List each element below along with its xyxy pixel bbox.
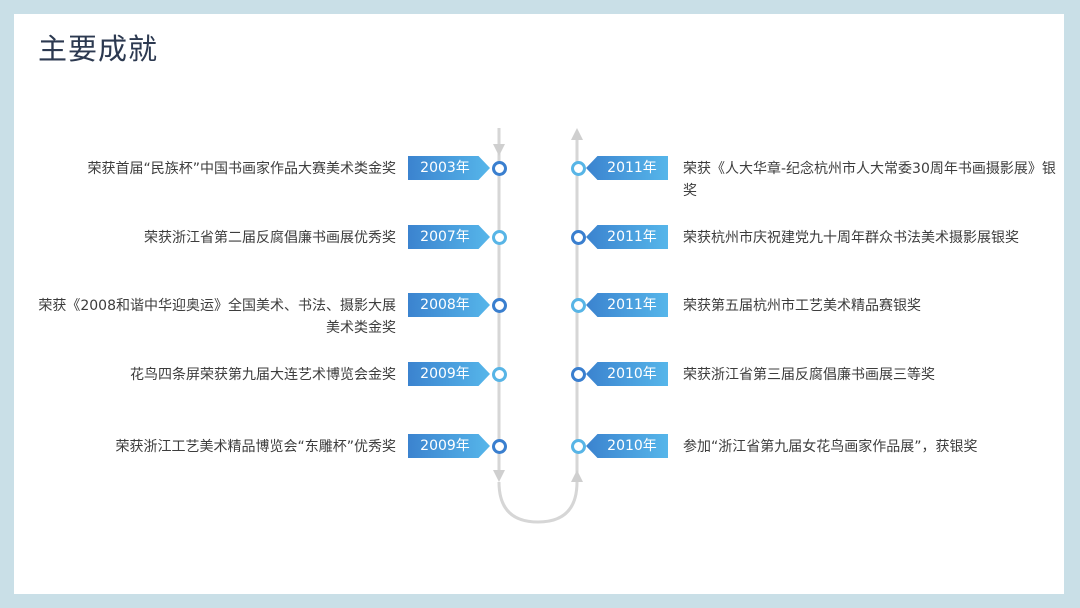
year-tag: 2008年	[408, 293, 490, 317]
slide-canvas	[14, 14, 1064, 594]
timeline-node-icon	[492, 161, 507, 176]
year-tag: 2010年	[586, 362, 668, 386]
page-title: 主要成就	[38, 32, 159, 66]
achievement-text: 花鸟四条屏荣获第九届大连艺术博览会金奖	[130, 367, 396, 383]
timeline-item-left: 荣获首届“民族杯”中国书画家作品大赛美术类金奖 2003年	[0, 156, 1080, 182]
timeline-item-left: 花鸟四条屏荣获第九届大连艺术博览会金奖 2009年	[0, 362, 1080, 388]
timeline-item-right: 2010年 荣获浙江省第三届反腐倡廉书画展三等奖	[0, 362, 1080, 388]
year-tag: 2011年	[586, 293, 668, 317]
achievement-text: 荣获《人大华章-纪念杭州市人大常委30周年书画摄影展》银奖	[683, 161, 1056, 199]
timeline-node-icon	[571, 367, 586, 382]
arrow-up-icon	[571, 470, 583, 482]
year-tag: 2007年	[408, 225, 490, 249]
year-tag: 2009年	[408, 434, 490, 458]
timeline-item-right: 2010年 参加“浙江省第九届女花鸟画家作品展”，获银奖	[0, 434, 1080, 460]
achievement-text: 参加“浙江省第九届女花鸟画家作品展”，获银奖	[683, 439, 978, 455]
timeline-item-left: 荣获《2008和谐中华迎奥运》全国美术、书法、摄影大展美术类金奖 2008年	[0, 293, 1080, 336]
timeline-node-icon	[571, 298, 586, 313]
achievement-text: 荣获第五届杭州市工艺美术精品赛银奖	[683, 298, 921, 314]
timeline-node-icon	[492, 298, 507, 313]
achievement-text: 荣获浙江省第三届反腐倡廉书画展三等奖	[683, 367, 935, 383]
timeline-item-left: 荣获浙江工艺美术精品博览会“东雕杯”优秀奖 2009年	[0, 434, 1080, 460]
achievement-text: 荣获首届“民族杯”中国书画家作品大赛美术类金奖	[87, 161, 396, 177]
achievement-text: 荣获浙江省第二届反腐倡廉书画展优秀奖	[144, 230, 396, 246]
timeline-node-icon	[571, 230, 586, 245]
timeline-node-icon	[571, 439, 586, 454]
timeline-bottom-curve	[497, 481, 579, 524]
year-tag: 2011年	[586, 156, 668, 180]
timeline-node-icon	[571, 161, 586, 176]
year-tag: 2010年	[586, 434, 668, 458]
timeline-node-icon	[492, 367, 507, 382]
arrow-up-icon	[571, 128, 583, 140]
timeline-node-icon	[492, 230, 507, 245]
timeline-item-right: 2011年 荣获杭州市庆祝建党九十周年群众书法美术摄影展银奖	[0, 225, 1080, 251]
timeline-item-left: 荣获浙江省第二届反腐倡廉书画展优秀奖 2007年	[0, 225, 1080, 251]
arrow-down-icon	[493, 144, 505, 156]
achievement-text: 荣获《2008和谐中华迎奥运》全国美术、书法、摄影大展美术类金奖	[38, 298, 396, 336]
timeline-item-right: 2011年 荣获第五届杭州市工艺美术精品赛银奖	[0, 293, 1080, 319]
achievement-text: 荣获杭州市庆祝建党九十周年群众书法美术摄影展银奖	[683, 230, 1019, 246]
year-tag: 2009年	[408, 362, 490, 386]
year-tag: 2011年	[586, 225, 668, 249]
arrow-down-icon	[493, 470, 505, 482]
timeline-item-right: 2011年 荣获《人大华章-纪念杭州市人大常委30周年书画摄影展》银奖	[0, 156, 1080, 199]
timeline-node-icon	[492, 439, 507, 454]
year-tag: 2003年	[408, 156, 490, 180]
achievement-text: 荣获浙江工艺美术精品博览会“东雕杯”优秀奖	[115, 439, 396, 455]
